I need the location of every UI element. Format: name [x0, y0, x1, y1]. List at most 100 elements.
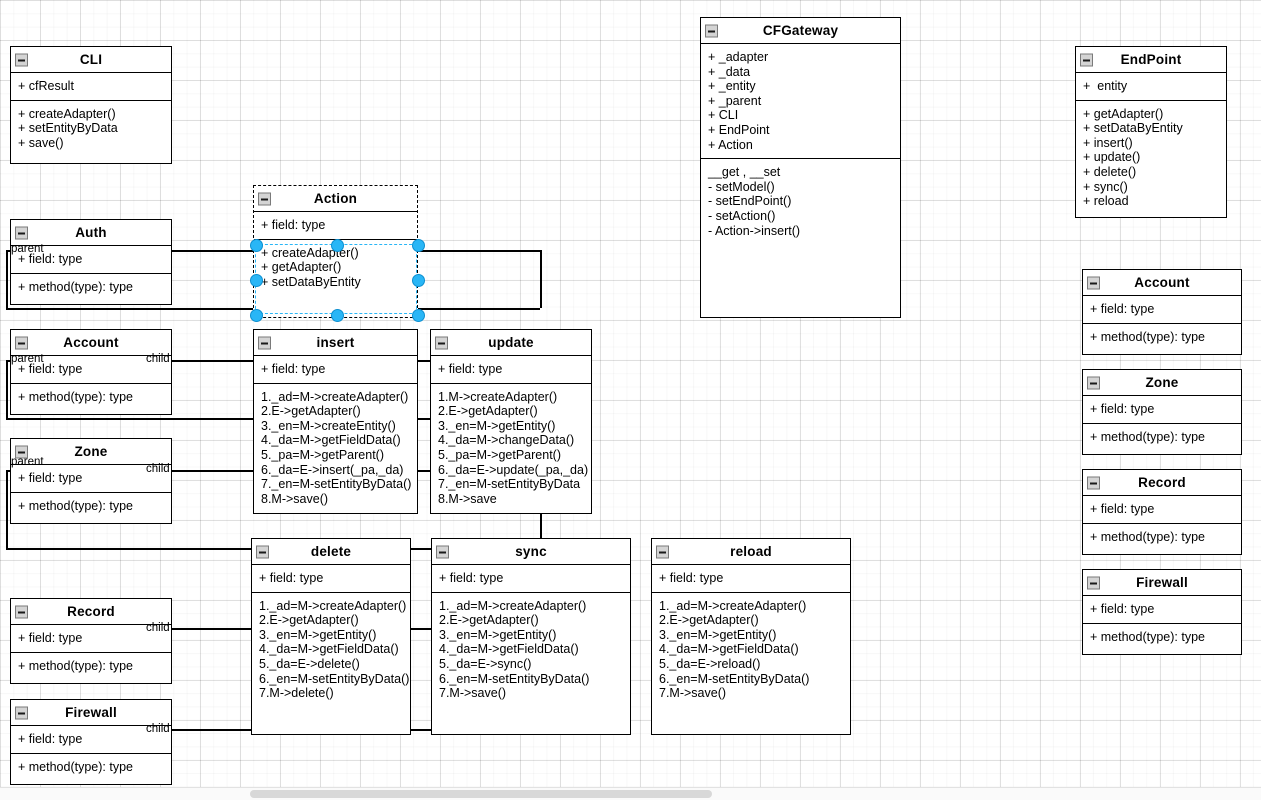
resize-handle-1[interactable] — [330, 238, 344, 252]
uml-attributes-compartment[interactable]: + _adapter+ _data+ _entity+ _parent+ CLI… — [701, 44, 900, 160]
collapse-minus-icon[interactable] — [258, 192, 271, 205]
uml-methods-compartment[interactable]: + method(type): type — [11, 384, 171, 411]
uml-class-header[interactable]: CFGateway — [701, 18, 900, 44]
uml-class-firewall-right[interactable]: Firewall+ field: type+ method(type): typ… — [1082, 569, 1242, 655]
collapse-minus-icon[interactable] — [1087, 476, 1100, 489]
uml-class-header[interactable]: delete — [252, 539, 410, 565]
uml-attributes-compartment[interactable]: + field: type — [652, 565, 850, 593]
uml-attributes-compartment[interactable]: + field: type — [431, 356, 591, 384]
collapse-minus-icon[interactable] — [1087, 276, 1100, 289]
connector-segment[interactable] — [540, 250, 542, 308]
uml-class-header[interactable]: Action — [254, 186, 417, 212]
collapse-minus-icon[interactable] — [15, 226, 28, 239]
uml-method-row: + method(type): type — [18, 658, 133, 673]
uml-methods-compartment[interactable]: + method(type): type — [11, 754, 171, 781]
uml-attributes-compartment[interactable]: + field: type — [11, 465, 171, 493]
uml-class-header[interactable]: sync — [432, 539, 630, 565]
uml-class-action[interactable]: Action+ field: type+ createAdapter()+ ge… — [253, 185, 418, 318]
uml-class-cfgateway[interactable]: CFGateway+ _adapter+ _data+ _entity+ _pa… — [700, 17, 901, 318]
uml-methods-compartment[interactable]: + method(type): type — [1083, 524, 1241, 551]
resize-handle-0[interactable] — [249, 238, 263, 252]
uml-class-record-left[interactable]: Record+ field: type+ method(type): type — [10, 598, 172, 684]
uml-methods-compartment[interactable]: + createAdapter()+ setEntityByData+ save… — [11, 101, 171, 157]
uml-methods-compartment[interactable]: + getAdapter()+ setDataByEntity+ insert(… — [1076, 101, 1226, 215]
uml-attributes-compartment[interactable]: + field: type — [1083, 396, 1241, 424]
resize-handle-5[interactable] — [249, 308, 263, 322]
connector-segment[interactable] — [6, 470, 8, 548]
connector-segment[interactable] — [6, 360, 8, 418]
uml-class-header[interactable]: update — [431, 330, 591, 356]
connector-segment[interactable] — [6, 250, 8, 308]
uml-methods-compartment[interactable]: + method(type): type — [11, 493, 171, 520]
collapse-minus-icon[interactable] — [15, 605, 28, 618]
collapse-minus-icon[interactable] — [1087, 376, 1100, 389]
uml-methods-compartment[interactable]: 1._ad=M->createAdapter()2.E->getAdapter(… — [652, 593, 850, 707]
uml-methods-compartment[interactable]: __get , __set- setModel()- setEndPoint()… — [701, 159, 900, 244]
collapse-minus-icon[interactable] — [436, 545, 449, 558]
collapse-minus-icon[interactable] — [656, 545, 669, 558]
collapse-minus-icon[interactable] — [435, 336, 448, 349]
uml-class-account-left[interactable]: Account+ field: type+ method(type): type — [10, 329, 172, 415]
uml-class-header[interactable]: insert — [254, 330, 417, 356]
uml-class-header[interactable]: Zone — [1083, 370, 1241, 396]
collapse-minus-icon[interactable] — [256, 545, 269, 558]
uml-methods-compartment[interactable]: 1.M->createAdapter()2.E->getAdapter()3._… — [431, 384, 591, 513]
uml-class-firewall-left[interactable]: Firewall+ field: type+ method(type): typ… — [10, 699, 172, 785]
uml-methods-compartment[interactable]: + method(type): type — [1083, 424, 1241, 451]
uml-attributes-compartment[interactable]: + entity — [1076, 73, 1226, 101]
uml-methods-compartment[interactable]: + method(type): type — [1083, 324, 1241, 351]
uml-attributes-compartment[interactable]: + field: type — [11, 625, 171, 653]
collapse-minus-icon[interactable] — [1087, 576, 1100, 589]
uml-attributes-compartment[interactable]: + field: type — [11, 356, 171, 384]
uml-class-header[interactable]: Record — [1083, 470, 1241, 496]
uml-class-zone-left[interactable]: Zone+ field: type+ method(type): type — [10, 438, 172, 524]
uml-attributes-compartment[interactable]: + field: type — [11, 246, 171, 274]
resize-handle-4[interactable] — [411, 273, 425, 287]
resize-handle-2[interactable] — [411, 238, 425, 252]
uml-attributes-compartment[interactable]: + cfResult — [11, 73, 171, 101]
uml-class-header[interactable]: EndPoint — [1076, 47, 1226, 73]
uml-methods-compartment[interactable]: 1._ad=M->createAdapter()2.E->getAdapter(… — [432, 593, 630, 707]
uml-methods-compartment[interactable]: + method(type): type — [11, 653, 171, 680]
uml-class-account-right[interactable]: Account+ field: type+ method(type): type — [1082, 269, 1242, 355]
uml-attributes-compartment[interactable]: + field: type — [432, 565, 630, 593]
uml-methods-compartment[interactable]: + method(type): type — [1083, 624, 1241, 651]
uml-attributes-compartment[interactable]: + field: type — [11, 726, 171, 754]
collapse-minus-icon[interactable] — [15, 445, 28, 458]
collapse-minus-icon[interactable] — [1080, 53, 1093, 66]
collapse-minus-icon[interactable] — [15, 706, 28, 719]
resize-handle-3[interactable] — [249, 273, 263, 287]
uml-class-auth[interactable]: Auth+ field: type+ method(type): type — [10, 219, 172, 305]
resize-handle-7[interactable] — [411, 308, 425, 322]
uml-class-header[interactable]: reload — [652, 539, 850, 565]
uml-attributes-compartment[interactable]: + field: type — [254, 212, 417, 240]
uml-attributes-compartment[interactable]: + field: type — [252, 565, 410, 593]
uml-class-header[interactable]: Firewall — [1083, 570, 1241, 596]
uml-attributes-compartment[interactable]: + field: type — [1083, 596, 1241, 624]
uml-class-header[interactable]: CLI — [11, 47, 171, 73]
horizontal-scrollbar-thumb[interactable] — [250, 790, 712, 798]
uml-attributes-compartment[interactable]: + field: type — [254, 356, 417, 384]
horizontal-scrollbar[interactable] — [0, 787, 1261, 800]
uml-class-cli[interactable]: CLI+ cfResult+ createAdapter()+ setEntit… — [10, 46, 172, 164]
collapse-minus-icon[interactable] — [258, 336, 271, 349]
uml-methods-compartment[interactable]: + method(type): type — [11, 274, 171, 301]
uml-class-endpoint[interactable]: EndPoint+ entity+ getAdapter()+ setDataB… — [1075, 46, 1227, 218]
resize-handle-6[interactable] — [330, 308, 344, 322]
uml-class-record-right[interactable]: Record+ field: type+ method(type): type — [1082, 469, 1242, 555]
uml-attributes-compartment[interactable]: + field: type — [1083, 296, 1241, 324]
uml-methods-compartment[interactable]: 1._ad=M->createAdapter()2.E->getAdapter(… — [254, 384, 417, 513]
collapse-minus-icon[interactable] — [705, 24, 718, 37]
collapse-minus-icon[interactable] — [15, 53, 28, 66]
collapse-minus-icon[interactable] — [15, 336, 28, 349]
uml-methods-compartment[interactable]: 1._ad=M->createAdapter()2.E->getAdapter(… — [252, 593, 410, 707]
uml-class-zone-right[interactable]: Zone+ field: type+ method(type): type — [1082, 369, 1242, 455]
uml-attributes-compartment[interactable]: + field: type — [1083, 496, 1241, 524]
uml-class-header[interactable]: Account — [1083, 270, 1241, 296]
